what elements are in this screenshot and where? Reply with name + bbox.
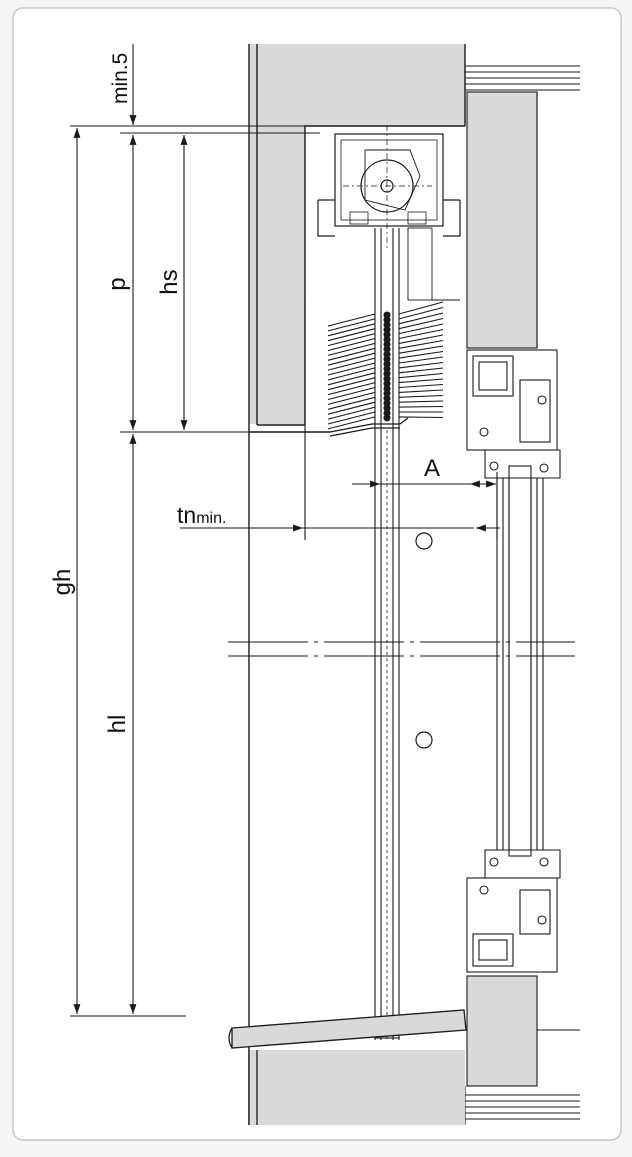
lintel-block bbox=[249, 44, 465, 126]
slat-bottom-rail bbox=[329, 417, 409, 437]
slat bbox=[327, 361, 444, 381]
label-tn-sub: min. bbox=[196, 510, 226, 527]
slat bbox=[327, 378, 444, 396]
slat bbox=[327, 345, 444, 366]
slat bbox=[327, 411, 443, 425]
upper-insulation-block bbox=[466, 91, 538, 349]
lintel-left-part bbox=[249, 126, 305, 424]
window-sill bbox=[228, 1009, 467, 1125]
window-frame bbox=[466, 349, 561, 973]
break-lines bbox=[228, 641, 575, 657]
slat bbox=[327, 312, 444, 337]
slat bbox=[327, 317, 444, 342]
slat bbox=[327, 367, 444, 386]
slat bbox=[327, 301, 444, 327]
slat bbox=[327, 350, 444, 371]
fixing-hole-upper bbox=[415, 532, 433, 550]
lower-insulation-block bbox=[466, 975, 538, 1087]
wall-lintel bbox=[248, 44, 466, 1125]
slat-link bbox=[383, 414, 391, 422]
shutter-head-box bbox=[317, 125, 461, 250]
slat bbox=[327, 394, 444, 410]
label-gh: gh bbox=[49, 569, 76, 596]
slat bbox=[327, 400, 444, 415]
slat bbox=[327, 339, 444, 361]
label-hs: hs bbox=[156, 269, 183, 294]
label-p: p bbox=[104, 277, 131, 290]
slat bbox=[327, 356, 444, 376]
slat bbox=[327, 383, 444, 401]
slat bbox=[327, 389, 444, 405]
slat bbox=[327, 405, 444, 420]
fixing-hole-lower bbox=[415, 731, 433, 749]
label-hl: hl bbox=[104, 715, 131, 734]
label-tn: tnmin. bbox=[177, 502, 226, 528]
label-a: A bbox=[424, 455, 440, 482]
dimension-lines bbox=[70, 44, 500, 1017]
label-tn-main: tn bbox=[177, 502, 196, 528]
slat bbox=[327, 416, 444, 430]
slat bbox=[327, 372, 444, 391]
slat bbox=[327, 306, 444, 332]
label-min5: min.5 bbox=[109, 53, 132, 104]
slat bbox=[327, 323, 444, 347]
guide-rail bbox=[374, 227, 460, 1040]
slat bbox=[327, 334, 444, 356]
slat-package bbox=[327, 301, 444, 430]
exterior-wall bbox=[464, 65, 580, 1125]
slat bbox=[327, 328, 444, 352]
